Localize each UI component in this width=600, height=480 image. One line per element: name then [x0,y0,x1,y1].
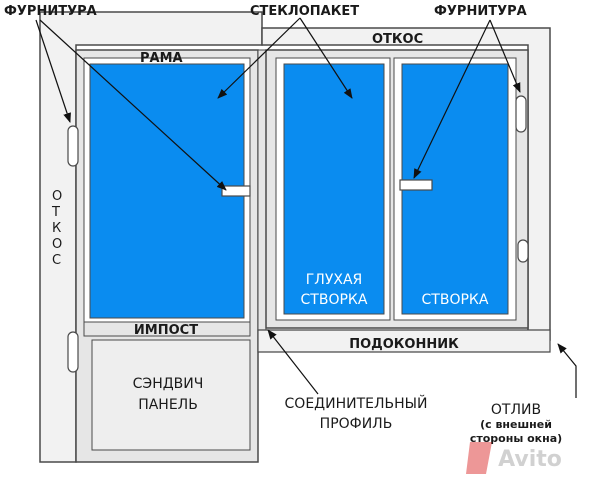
slope-letter: К [52,221,61,236]
arrow-hardware-left-hinge [35,19,71,123]
label-hardware-right: ФУРНИТУРА [434,4,527,19]
door-glass [89,63,245,319]
arrows [35,17,577,398]
slope-letter: О [52,237,62,252]
label-glass-unit: СТЕКЛОПАКЕТ [250,4,359,19]
door-frame [75,49,259,463]
label-frame: РАМА [140,51,183,66]
arrow-glass-unit [217,17,301,99]
label-hardware-left: ФУРНИТУРА [4,4,97,19]
hinge-icon [67,125,79,167]
door-handle [221,185,251,197]
slope-letter: Т [51,205,60,220]
slope-letter: С [52,253,61,268]
arrow-glass-unit-2 [299,17,353,99]
label-windowsill: ПОДОКОННИК [349,337,459,352]
arrow-connector [267,329,319,395]
label-slope-top: ОТКОС [372,32,423,47]
label-drip-3: стороны окна) [470,432,562,445]
arrow-hardware-left-handle [39,19,227,191]
arrow-hardware-right-handle [413,19,491,179]
mullion-bar [83,321,251,337]
hinge-icon [515,95,527,133]
slope-letter: О [52,189,62,204]
label-slope-left: О Т К О С [51,189,62,268]
label-fixed-sash-2: СТВОРКА [301,292,368,308]
label-drip-2: (с внешней [480,418,552,431]
window-frame [265,49,529,329]
label-sandwich-1: СЭНДВИЧ [133,376,204,392]
window-handle [399,179,433,191]
arrow-drip [557,343,577,398]
windowsill [257,329,551,353]
label-mullion: ИМПОСТ [134,323,198,338]
hinge-icon [67,331,79,373]
label-sash: СТВОРКА [422,292,489,308]
label-drip-1: ОТЛИВ [491,402,541,418]
connector-profile [257,49,267,353]
watermark-text: Avito [498,447,562,472]
arrow-hardware-right-hinge [489,19,521,93]
label-fixed-sash-1: ГЛУХАЯ [306,272,363,288]
hinge-icon [517,239,529,263]
fixed-sash-glass [283,63,385,315]
hinges [67,95,529,373]
label-connector-1: СОЕДИНИТЕЛЬНЫЙ [285,394,428,412]
watermark: Avito [466,442,562,474]
sandwich-panel [91,339,251,451]
logo-icon [466,442,492,474]
label-connector-2: ПРОФИЛЬ [320,416,393,432]
label-sandwich-2: ПАНЕЛЬ [138,397,198,413]
